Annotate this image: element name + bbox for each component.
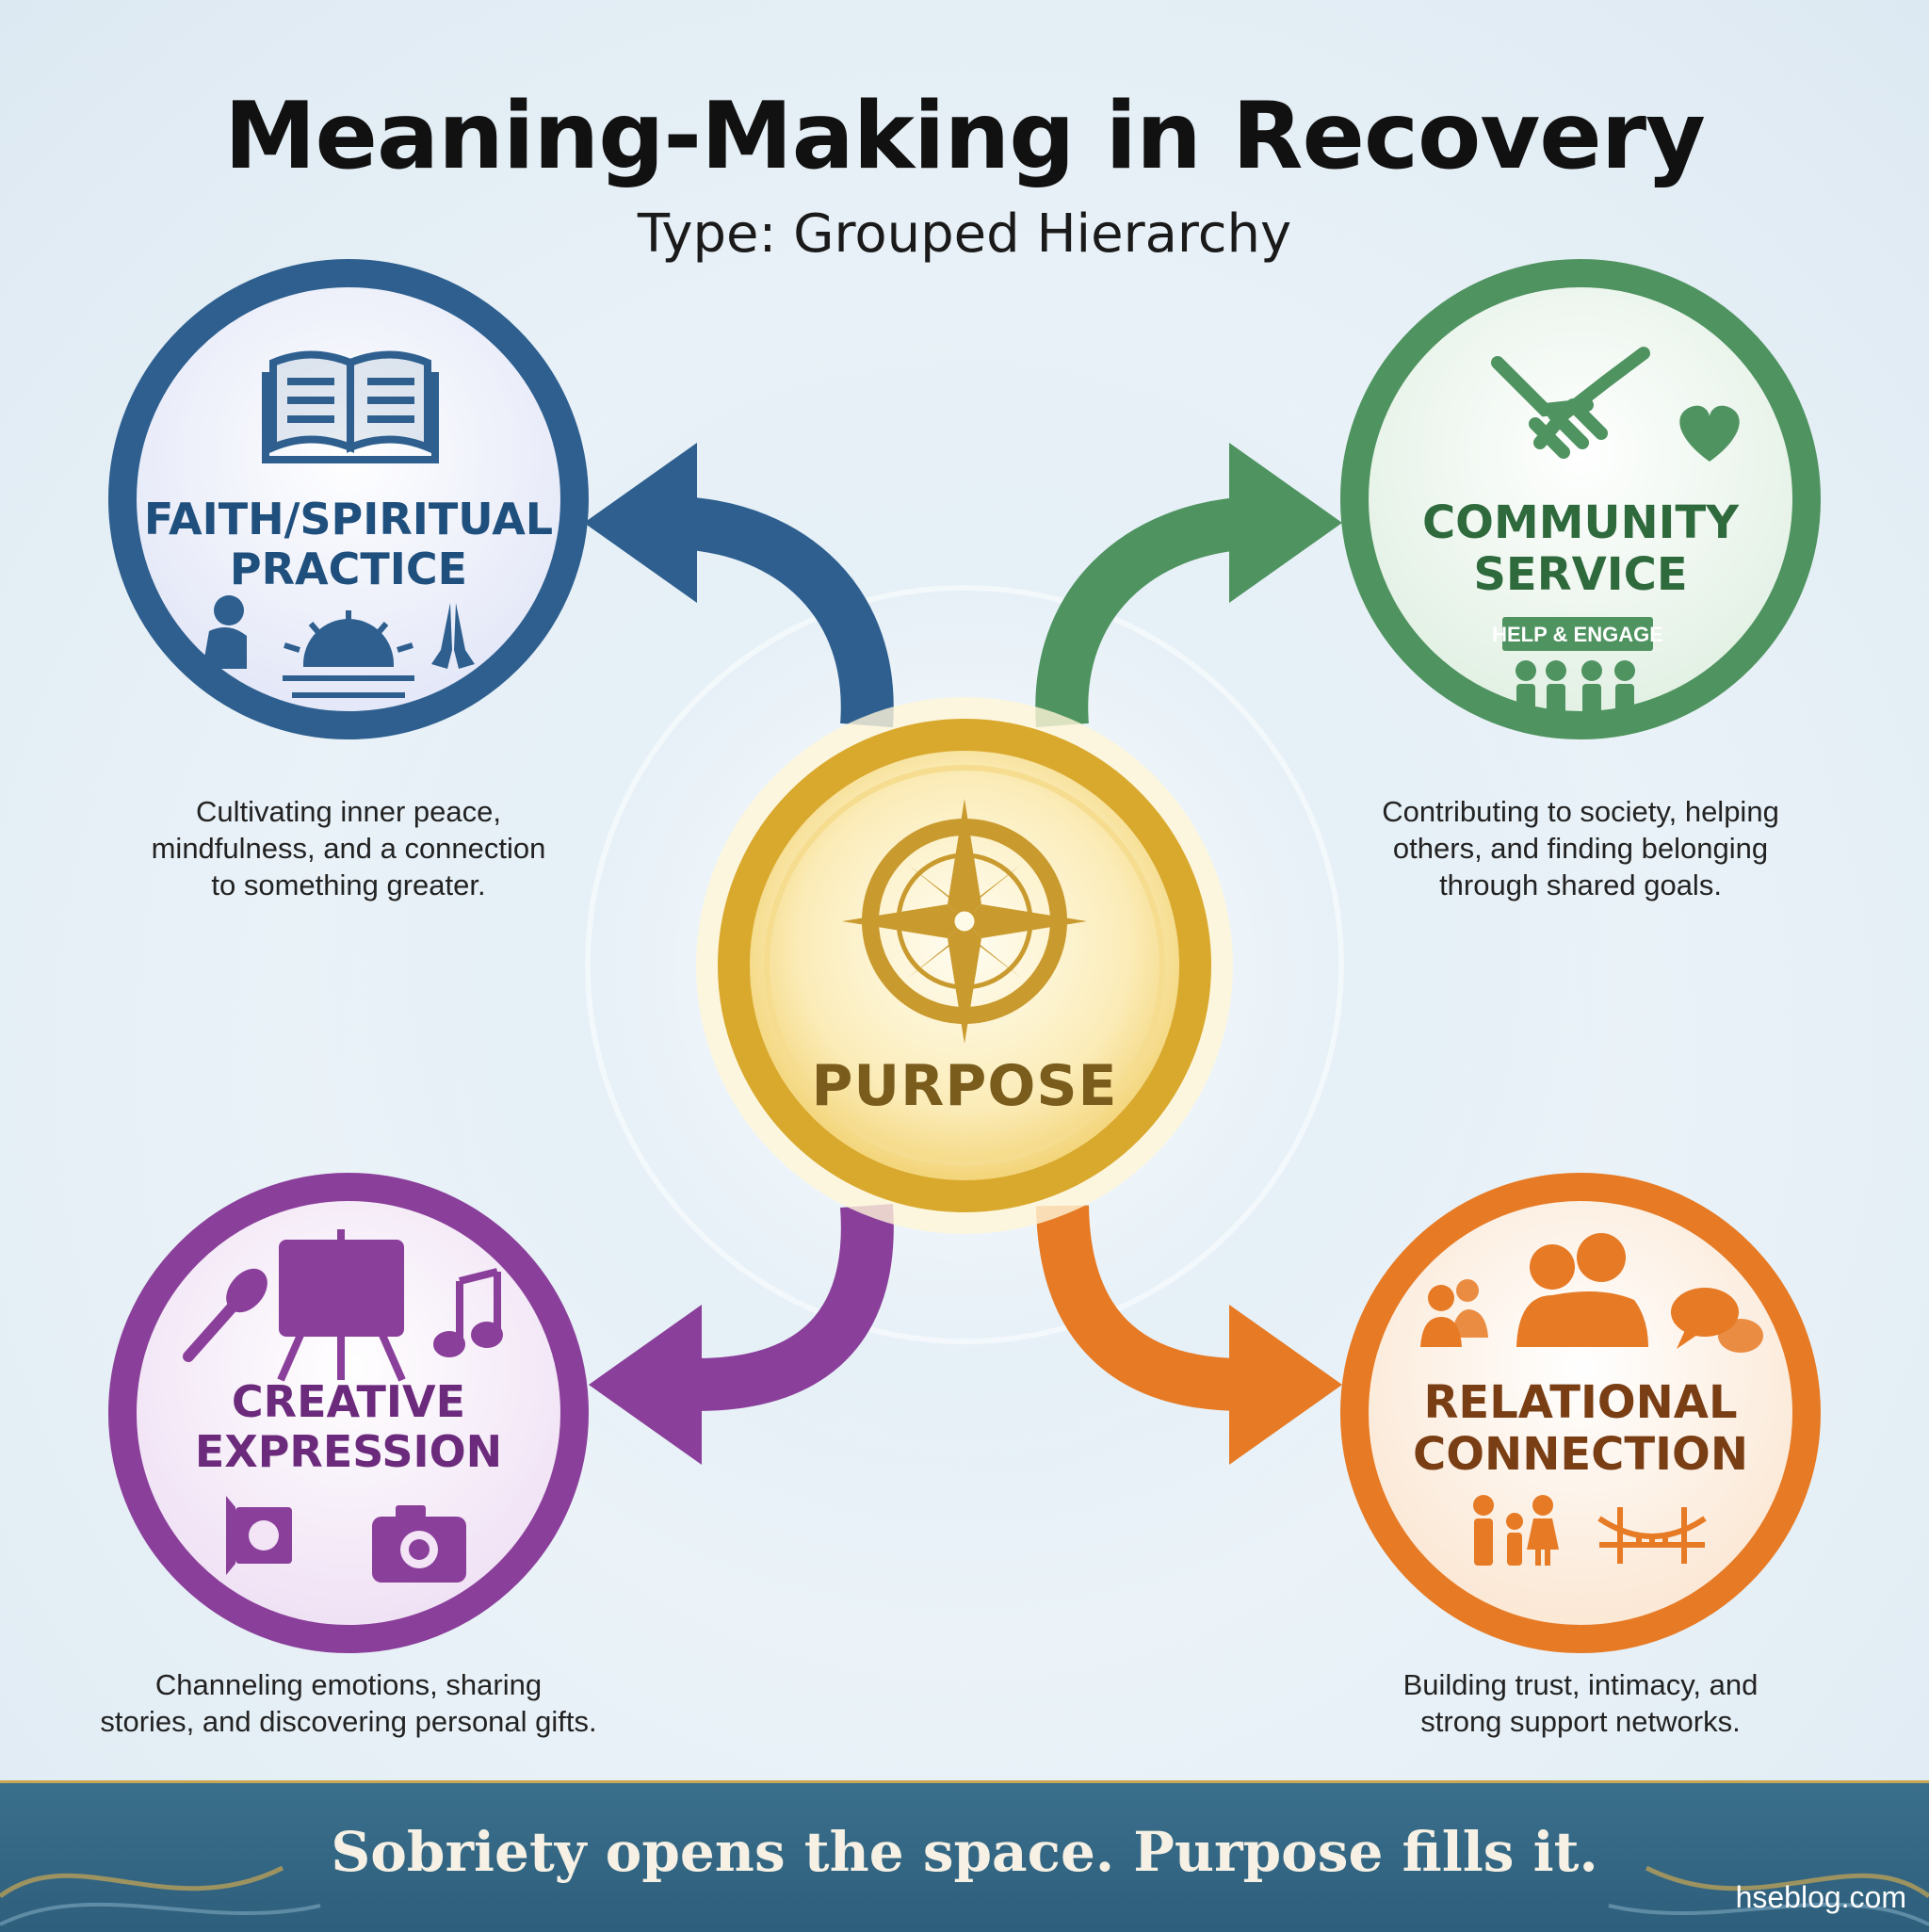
desc-line: others, and finding belonging xyxy=(1392,831,1769,865)
desc-line: strong support networks. xyxy=(1420,1704,1741,1738)
page-subtitle: Type: Grouped Hierarchy xyxy=(637,203,1292,265)
desc-line: Channeling emotions, sharing xyxy=(154,1668,543,1701)
arrow-to-faith xyxy=(584,443,894,728)
node-community-circle xyxy=(1340,259,1821,739)
node-relational-label-line2: CONNECTION xyxy=(1413,1428,1748,1482)
node-faith-label-line1: FAITH/SPIRITUAL xyxy=(143,494,554,544)
compass-icon xyxy=(842,799,1087,1044)
embrace-icon xyxy=(1516,1233,1648,1347)
badge-label: HELP & ENGAGE xyxy=(1492,623,1663,646)
sunrise-icon xyxy=(283,610,414,698)
help-engage-badge: HELP & ENGAGE xyxy=(1492,617,1663,651)
node-community-label-line2: SERVICE xyxy=(1473,548,1688,602)
bridge-icon xyxy=(1597,1507,1707,1564)
desc-line: mindfulness, and a connection xyxy=(151,831,546,865)
praying-hands-icon xyxy=(431,603,475,669)
desc-line: Contributing to society, helping xyxy=(1382,795,1779,828)
spotlight-icon xyxy=(226,1496,292,1575)
camera-icon xyxy=(372,1505,466,1583)
node-faith-description: Cultivating inner peace, mindfulness, an… xyxy=(85,794,612,903)
node-creative-label: CREATIVE EXPRESSION xyxy=(141,1377,556,1477)
center-label: PURPOSE xyxy=(811,1053,1118,1119)
node-community-label: COMMUNITY SERVICE xyxy=(1373,496,1788,602)
desc-line: through shared goals. xyxy=(1439,868,1722,901)
music-note-icon xyxy=(433,1268,503,1357)
node-creative-description: Channeling emotions, sharing stories, an… xyxy=(38,1667,659,1741)
footer-banner xyxy=(0,1780,1929,1932)
book-icon xyxy=(262,350,439,463)
people-group-icon xyxy=(1516,660,1635,722)
node-faith-label: FAITH/SPIRITUAL PRACTICE xyxy=(141,495,556,594)
page-title: Meaning-Making in Recovery xyxy=(224,83,1706,190)
node-relational-label: RELATIONAL CONNECTION xyxy=(1373,1376,1788,1482)
node-relational-description: Building trust, intimacy, and strong sup… xyxy=(1317,1667,1844,1741)
node-community-label-line1: COMMUNITY xyxy=(1421,496,1740,549)
chat-bubbles-icon xyxy=(1671,1288,1763,1353)
paintbrush-icon xyxy=(183,1268,267,1362)
watermark: hseblog.com xyxy=(1735,1880,1906,1914)
heart-icon xyxy=(1679,405,1740,462)
desc-line: Building trust, intimacy, and xyxy=(1402,1668,1759,1701)
node-relational-label-line1: RELATIONAL xyxy=(1423,1376,1738,1429)
two-people-icon xyxy=(1420,1279,1488,1347)
node-creative-label-line1: CREATIVE xyxy=(231,1376,466,1427)
arrow-to-relational xyxy=(1036,1205,1342,1465)
family-icon xyxy=(1473,1495,1559,1566)
node-faith-label-line2: PRACTICE xyxy=(229,543,468,594)
desc-line: to something greater. xyxy=(211,868,486,901)
banner-swirl-ornaments xyxy=(0,1865,1929,1926)
node-creative-label-line2: EXPRESSION xyxy=(194,1425,503,1477)
halo-ring xyxy=(585,585,1344,1344)
handshake-icon xyxy=(1491,347,1650,459)
desc-line: stories, and discovering personal gifts. xyxy=(100,1704,597,1738)
desc-line: Cultivating inner peace, xyxy=(196,795,501,828)
easel-icon xyxy=(277,1229,406,1382)
arrow-to-creative xyxy=(589,1204,894,1465)
arrow-to-community xyxy=(1035,443,1342,728)
praying-person-icon xyxy=(203,595,247,669)
node-community-description: Contributing to society, helping others,… xyxy=(1317,794,1844,903)
footer-tagline: Sobriety opens the space. Purpose fills … xyxy=(331,1820,1598,1884)
